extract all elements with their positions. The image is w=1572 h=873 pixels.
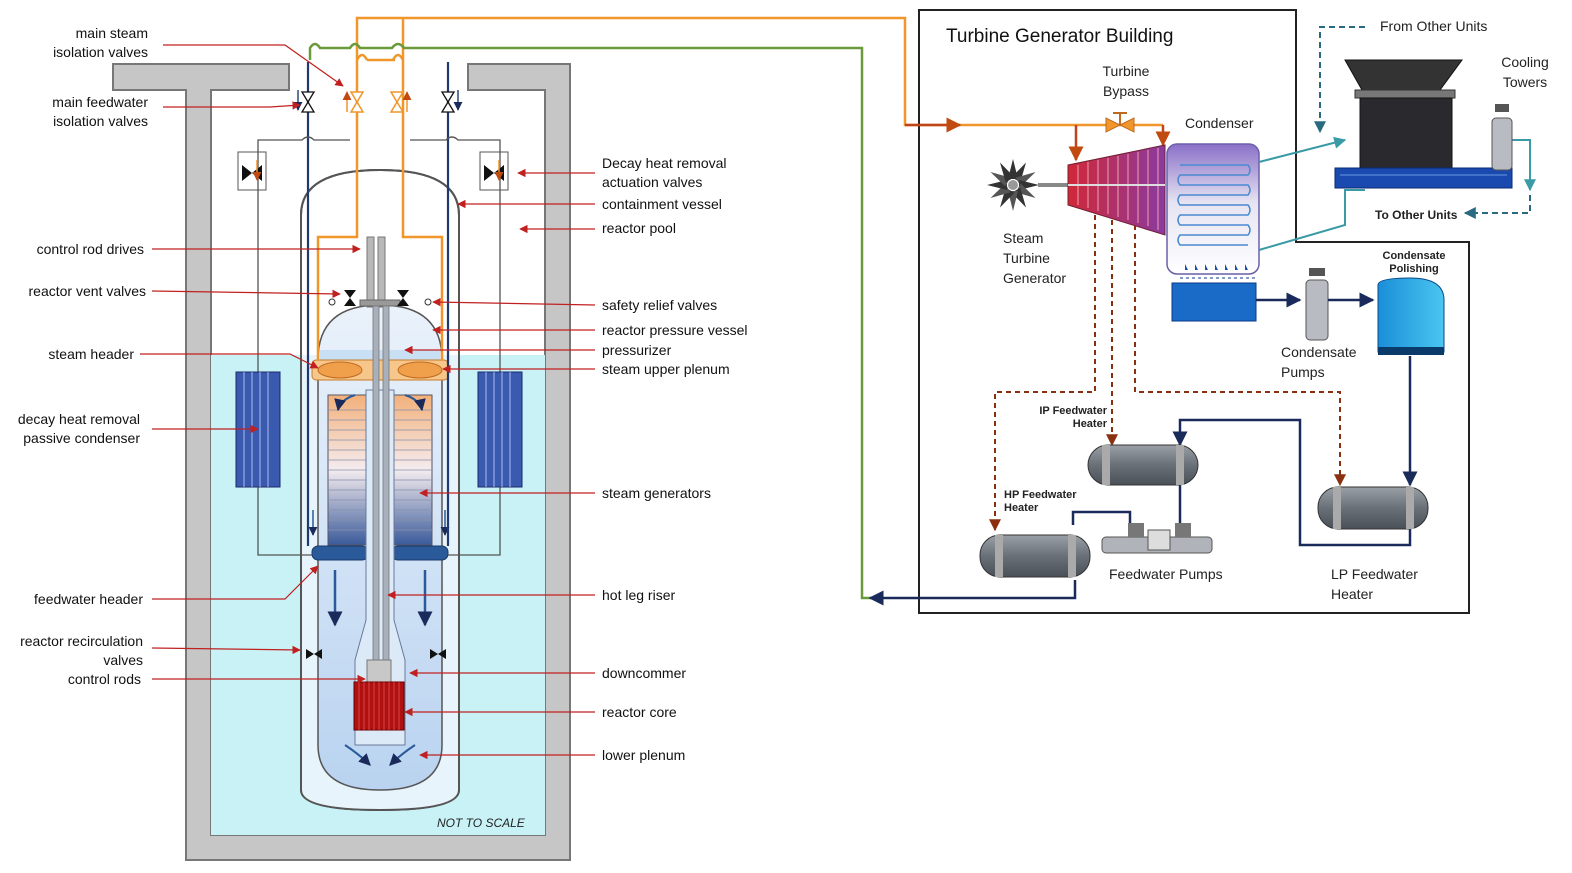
label-hot-leg-riser: hot leg riser <box>602 587 676 603</box>
label-downcommer: downcommer <box>602 665 687 681</box>
cooling-water-lines <box>1258 136 1536 251</box>
feedwater-lines <box>306 62 450 546</box>
label-reactor-recirculation-valves: reactor recirculation valves <box>20 633 143 668</box>
label-not-to-scale: NOT TO SCALE <box>437 816 525 830</box>
label-to-other-units: To Other Units <box>1375 208 1458 222</box>
turbine-building-outline <box>918 9 1470 614</box>
turbine-bypass-valve <box>1105 112 1135 133</box>
label-feedwater-header: feedwater header <box>34 591 143 607</box>
label-reactor-pool: reactor pool <box>602 220 676 236</box>
extraction-lines <box>989 215 1346 532</box>
condensate-polishing <box>1377 277 1445 355</box>
label-feedwater-pumps: Feedwater Pumps <box>1109 566 1223 582</box>
label-main-feedwater-isolation-valves: main feedwater isolation valves <box>52 94 148 129</box>
label-condensate-pumps: Condensate Pumps <box>1281 344 1357 380</box>
label-steam-generators: steam generators <box>602 485 711 501</box>
label-condenser: Condenser <box>1185 115 1254 131</box>
label-lower-plenum: lower plenum <box>602 747 686 763</box>
isolation-valves <box>237 90 509 306</box>
condensate-pumps <box>1256 268 1375 341</box>
label-steam-turbine-generator: Steam Turbine Generator <box>1003 230 1067 286</box>
feedwater-pumps <box>1101 523 1213 554</box>
turbine-building-title: Turbine Generator Building <box>946 26 1174 47</box>
label-steam-header: steam header <box>48 346 134 362</box>
label-decay-heat-removal-passive-condenser: decay heat removal passive condenser <box>17 411 140 446</box>
steam-lines <box>316 16 1163 360</box>
label-ip-feedwater-heater: IP Feedwater Heater <box>1039 405 1107 430</box>
ip-feedwater-heater <box>1087 444 1199 486</box>
label-lp-feedwater-heater: LP Feedwater Heater <box>1331 566 1418 602</box>
hp-feedwater-heater <box>979 534 1091 578</box>
label-pressurizer: pressurizer <box>602 342 672 358</box>
green-line <box>308 42 870 600</box>
label-steam-upper-plenum: steam upper plenum <box>602 361 730 377</box>
condenser <box>1166 143 1260 322</box>
steam-turbine-generator <box>987 144 1166 236</box>
label-control-rods: control rods <box>67 671 141 687</box>
label-cooling-towers: Cooling Towers <box>1501 54 1549 90</box>
label-turbine-bypass: Turbine Bypass <box>1102 63 1150 99</box>
cooling-tower <box>1334 59 1513 189</box>
lp-feedwater-heater <box>1317 486 1429 530</box>
label-reactor-vent-valves: reactor vent valves <box>28 283 147 299</box>
label-hp-feedwater-heater: HP Feedwater Heater <box>1004 489 1077 514</box>
main-steam-piping <box>905 117 1171 162</box>
label-reactor-core: reactor core <box>602 704 677 720</box>
label-control-rod-drives: control rod drives <box>36 241 144 257</box>
reactor-pressure-vessel <box>306 236 450 791</box>
label-reactor-pressure-vessel: reactor pressure vessel <box>602 322 748 338</box>
label-decay-heat-removal-actuation-valves: Decay heat removal actuation valves <box>602 155 727 190</box>
label-safety-relief-valves: safety relief valves <box>602 297 718 313</box>
reactor-pointer-arrows <box>140 44 596 760</box>
label-condensate-polishing: Condensate Polishing <box>1382 250 1446 275</box>
label-main-steam-isolation-valves: main steam isolation valves <box>53 25 148 60</box>
label-containment-vessel: containment vessel <box>602 196 722 212</box>
feedwater-piping <box>868 356 1418 606</box>
label-from-other-units: From Other Units <box>1380 18 1488 34</box>
other-units-lines <box>1314 26 1531 219</box>
